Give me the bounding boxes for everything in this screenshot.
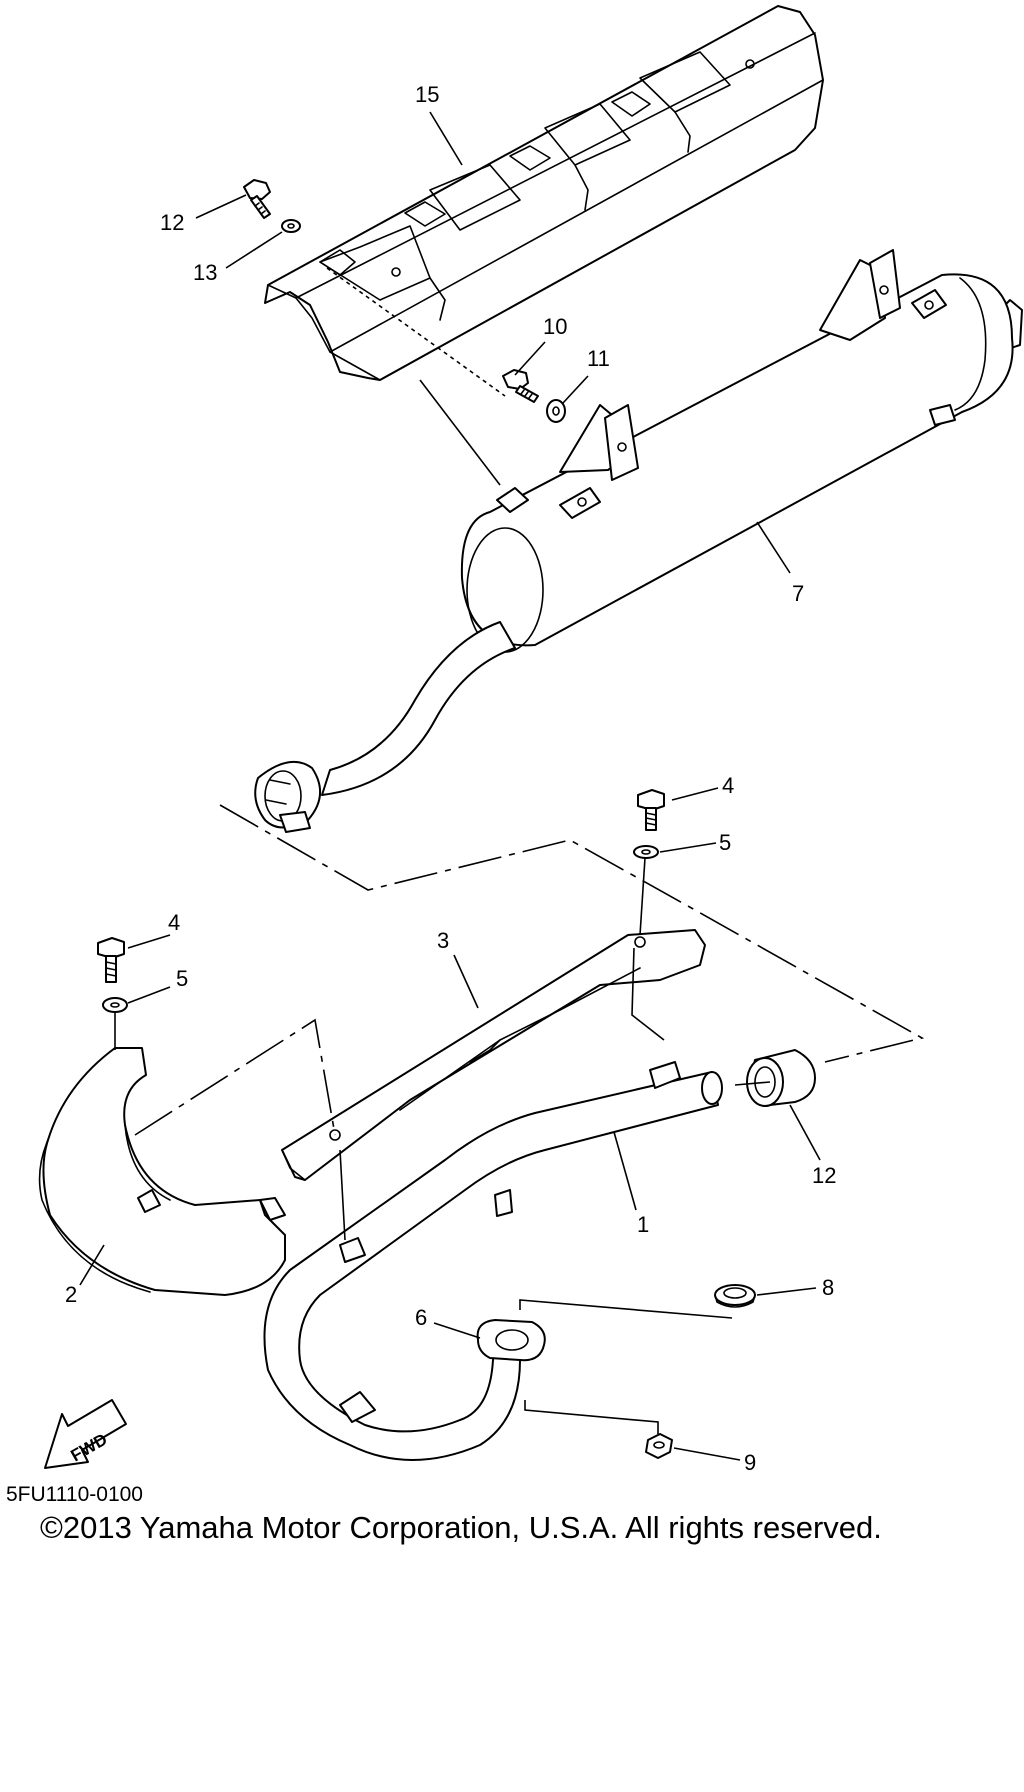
callout-labels: 15 12 13 10 11 7 4 5 4 5 3 1 12 2 6 8 9	[65, 82, 836, 1475]
callout-2: 2	[65, 1282, 77, 1307]
callout-9: 9	[744, 1450, 756, 1475]
callout-8: 8	[822, 1275, 834, 1300]
muffler-part	[254, 249, 1023, 833]
guard-washer-rear-part	[633, 845, 659, 859]
rear-guard-part	[281, 929, 706, 1181]
guard-bolt-rear-part	[637, 789, 665, 831]
callout-1: 1	[637, 1212, 649, 1237]
callout-5-front: 5	[176, 966, 188, 991]
shield-bolt-part	[243, 179, 271, 219]
nut-part	[645, 1433, 673, 1459]
callout-11: 11	[587, 346, 610, 371]
guard-washer-front-part	[102, 997, 128, 1013]
joint-gasket-part	[746, 1049, 816, 1107]
shield-washer-part	[281, 219, 301, 233]
exhaust-pipe-part	[263, 1061, 723, 1461]
callout-13: 15	[415, 82, 439, 107]
callout-12: 12	[812, 1163, 836, 1188]
callout-4-rear: 4	[722, 773, 734, 798]
fwd-arrow-icon: FWD	[44, 1399, 127, 1469]
muffler-bolt-part	[502, 369, 539, 403]
callout-15: 13	[193, 260, 217, 285]
front-guard-part	[38, 1047, 286, 1296]
drawing-code: 5FU1110-0100	[6, 1483, 143, 1506]
copyright-notice: ©2013 Yamaha Motor Corporation, U.S.A. A…	[40, 1510, 882, 1545]
callout-7: 7	[792, 581, 804, 606]
callout-6: 6	[415, 1305, 427, 1330]
assembly-lines	[114, 379, 925, 1434]
callout-3: 3	[437, 928, 449, 953]
muffler-washer-part	[546, 399, 566, 423]
gasket-part	[714, 1284, 756, 1308]
callout-14: 12	[160, 210, 184, 235]
callout-leaders	[79, 111, 821, 1461]
heat-shield-part	[264, 5, 824, 397]
callout-5-rear: 5	[719, 830, 731, 855]
guard-bolt-front-part	[97, 937, 125, 983]
callout-10: 10	[543, 314, 567, 339]
callout-4-front: 4	[168, 910, 180, 935]
